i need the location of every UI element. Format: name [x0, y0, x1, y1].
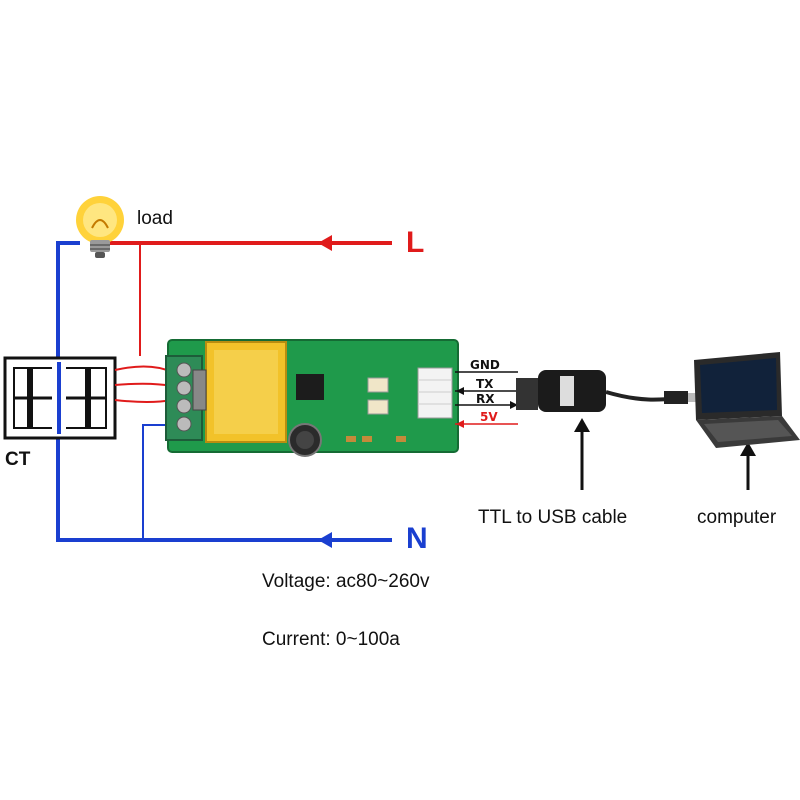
- voltage-spec: Voltage: ac80~260v: [262, 571, 430, 592]
- current-transformer-icon: [3, 356, 117, 440]
- pin-tx: TX: [476, 377, 494, 391]
- computer-label: computer: [697, 507, 777, 528]
- line-label: L: [406, 226, 425, 259]
- pin-5v: 5V: [480, 410, 498, 424]
- pin-gnd: GND: [470, 358, 500, 372]
- usb-ttl-cable-icon: [516, 370, 698, 412]
- ct-leads: [114, 365, 173, 403]
- ct-label: CT: [5, 449, 31, 470]
- up-arrows: [580, 428, 750, 490]
- load-label: load: [137, 208, 173, 229]
- lightbulb-icon: [76, 196, 124, 258]
- ttl-cable-label: TTL to USB cable: [478, 507, 628, 528]
- laptop-icon: [694, 352, 800, 448]
- line-wire: [110, 241, 392, 356]
- current-spec: Current: 0~100a: [262, 629, 400, 650]
- pin-rx: RX: [476, 392, 495, 406]
- neutral-arrow: [318, 532, 332, 548]
- signal-arrows: [456, 387, 518, 428]
- line-arrow: [318, 235, 332, 251]
- signal-lines: [455, 371, 518, 425]
- pzem-module: [165, 339, 459, 457]
- neutral-label: N: [406, 522, 428, 555]
- up-arrow-heads: [574, 418, 756, 456]
